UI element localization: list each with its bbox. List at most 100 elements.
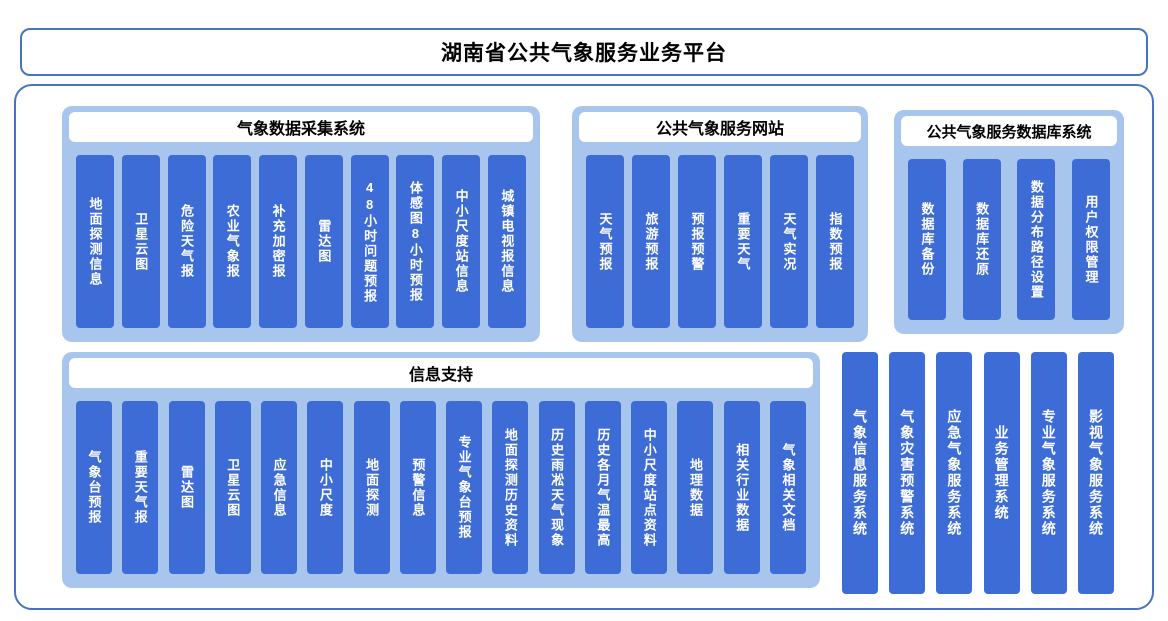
module-bar: 应急信息 (261, 401, 298, 574)
module-bar: 雷达图 (304, 155, 343, 328)
module-bar-label: 气象台预报 (86, 450, 102, 525)
module-bar-label: 相关行业数据 (734, 442, 750, 533)
main-container: 气象数据采集系统 地面探测信息 卫星云图 危险天气报 (14, 84, 1154, 610)
module-bar: 地面探测 (353, 401, 390, 574)
module-bar: 补充加密报 (259, 155, 298, 328)
module-bar: 地面探测历史资料 (492, 401, 529, 574)
system-bar-label: 气象灾害预警系统 (899, 409, 916, 537)
module-bar-label: 卫星云图 (133, 211, 149, 272)
module-bar-label: 体感图8小时预报 (407, 180, 423, 303)
module-bar: 用户权限管理 (1071, 159, 1110, 320)
module-bar-label: 历史雨凇天气现象 (549, 427, 565, 548)
module-bar: 城镇电视报信息 (487, 155, 526, 328)
system-bar-label: 影视气象服务系统 (1087, 409, 1104, 537)
system-bar: 应急气象服务系统 (936, 352, 973, 594)
module-bar-label: 重要天气报 (132, 450, 148, 525)
system-bar: 专业气象服务系统 (1030, 352, 1067, 594)
system-bar: 气象灾害预警系统 (889, 352, 926, 594)
panel-title-database-system: 公共气象服务数据库系统 (901, 116, 1117, 146)
module-bar-label: 天气实况 (781, 211, 797, 272)
module-bar-label: 48小时问题预报 (362, 179, 378, 304)
module-bar-label: 应急信息 (271, 457, 287, 518)
system-bar: 影视气象服务系统 (1077, 352, 1114, 594)
panel-service-website: 公共气象服务网站 天气预报 旅游预报 预报预警 重 (572, 106, 868, 342)
module-bar: 数据分布路径设置 (1017, 159, 1056, 320)
module-bar-label: 数据分布路径设置 (1028, 179, 1044, 300)
module-bar: 雷达图 (168, 401, 205, 574)
module-bar: 卫星云图 (121, 155, 160, 328)
module-bar-label: 补充加密报 (270, 204, 286, 279)
panel-title-service-website: 公共气象服务网站 (579, 112, 861, 142)
module-bar: 气象相关文档 (769, 401, 806, 574)
system-bar: 业务管理系统 (983, 352, 1020, 594)
information-support-bars: 气象台预报 重要天气报 雷达图 卫星云图 应急信息 (76, 401, 806, 574)
platform-title: 湖南省公共气象服务业务平台 (441, 42, 727, 65)
module-bar: 地面探测信息 (76, 155, 114, 328)
module-bar-label: 雷达图 (179, 465, 195, 510)
module-bar-label: 地面探测历史资料 (502, 427, 518, 548)
module-bar: 卫星云图 (214, 401, 251, 574)
module-bar-label: 中小尺度 (317, 457, 333, 518)
module-bar-label: 用户权限管理 (1083, 194, 1099, 285)
module-bar-label: 旅游预报 (643, 211, 659, 272)
module-bar: 农业气象报 (213, 155, 252, 328)
module-bar-label: 专业气象台预报 (456, 435, 472, 540)
module-bar: 专业气象台预报 (446, 401, 483, 574)
module-bar-label: 城镇电视报信息 (499, 189, 515, 294)
module-bar-label: 指数预报 (827, 211, 843, 272)
module-bar: 旅游预报 (632, 155, 670, 328)
panel-title-information-support: 信息支持 (69, 358, 813, 388)
module-bar: 重要天气 (724, 155, 762, 328)
module-bar: 指数预报 (816, 155, 854, 328)
module-bar: 预警信息 (399, 401, 436, 574)
service-website-bars: 天气预报 旅游预报 预报预警 重要天气 天气实况 (586, 155, 854, 328)
system-bar-label: 业务管理系统 (993, 425, 1010, 521)
module-bar: 48小时问题预报 (350, 155, 389, 328)
module-bar-label: 地面探测 (364, 457, 380, 518)
module-bar: 体感图8小时预报 (396, 155, 435, 328)
panel-database-system: 公共气象服务数据库系统 数据库备份 数据库还原 数据分布路径设置 (894, 110, 1124, 334)
database-system-bars: 数据库备份 数据库还原 数据分布路径设置 用户权限管理 (908, 159, 1110, 320)
module-bar: 历史各月气温最高 (584, 401, 621, 574)
system-bar: 气象信息服务系统 (842, 352, 878, 594)
module-bar: 气象台预报 (76, 401, 112, 574)
module-bar-label: 数据库备份 (919, 202, 935, 277)
module-bar-label: 地面探测信息 (87, 196, 103, 287)
module-bar-label: 卫星云图 (225, 457, 241, 518)
panel-data-collection-system: 气象数据采集系统 地面探测信息 卫星云图 危险天气报 (62, 106, 540, 342)
module-bar-label: 数据库还原 (974, 202, 990, 277)
module-bar-label: 气象相关文档 (780, 442, 796, 533)
module-bar-label: 雷达图 (316, 219, 332, 264)
module-bar: 数据库还原 (962, 159, 1001, 320)
platform-title-box: 湖南省公共气象服务业务平台 (20, 28, 1148, 76)
module-bar: 中小尺度 (307, 401, 344, 574)
panel-title-data-collection: 气象数据采集系统 (69, 112, 533, 142)
module-bar: 中小尺度站点资料 (631, 401, 668, 574)
module-bar: 中小尺度站信息 (442, 155, 481, 328)
module-bar: 相关行业数据 (723, 401, 760, 574)
module-bar: 天气实况 (770, 155, 808, 328)
module-bar-label: 中小尺度站点资料 (641, 427, 657, 548)
panel-information-support: 信息支持 气象台预报 重要天气报 雷达图 卫星云图 (62, 352, 820, 588)
module-bar-label: 地理数据 (687, 457, 703, 518)
system-bar-label: 专业气象服务系统 (1040, 409, 1057, 537)
module-bar-label: 中小尺度站信息 (453, 189, 469, 294)
module-bar-label: 危险天气报 (179, 204, 195, 279)
system-bar-label: 气象信息服务系统 (852, 409, 868, 537)
module-bar: 数据库备份 (908, 159, 946, 320)
module-bar: 危险天气报 (167, 155, 206, 328)
module-bar-label: 预报预警 (689, 211, 705, 272)
module-bar-label: 农业气象报 (224, 204, 240, 279)
module-bar: 历史雨凇天气现象 (538, 401, 575, 574)
module-bar: 重要天气报 (122, 401, 159, 574)
data-collection-bars: 地面探测信息 卫星云图 危险天气报 农业气象报 补充加密 (76, 155, 526, 328)
module-bar: 地理数据 (677, 401, 714, 574)
module-bar-label: 预警信息 (410, 457, 426, 518)
module-bar-label: 历史各月气温最高 (595, 427, 611, 548)
module-bar: 天气预报 (586, 155, 624, 328)
system-bar-label: 应急气象服务系统 (946, 409, 963, 537)
service-systems-group: 气象信息服务系统 气象灾害预警系统 应急气象服务系统 业务管理系统 专业气象服务… (842, 352, 1114, 594)
module-bar: 预报预警 (678, 155, 716, 328)
module-bar-label: 天气预报 (597, 211, 613, 272)
